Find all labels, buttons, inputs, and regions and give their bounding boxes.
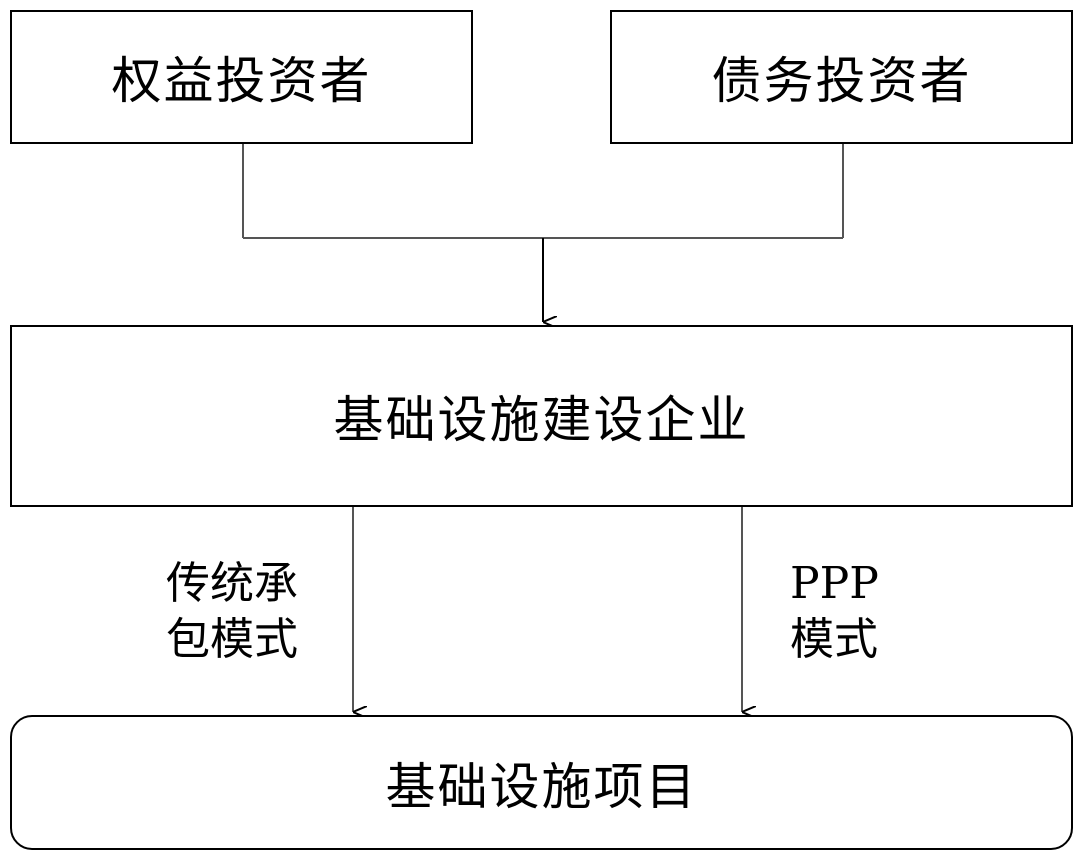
ppp-mode-label: PPP 模式 (790, 556, 900, 668)
infrastructure-enterprise-label: 基础设施建设企业 (333, 391, 750, 449)
traditional-mode-label-line2: 包模式 (166, 614, 298, 665)
infrastructure-project-label: 基础设施项目 (385, 757, 698, 816)
equity-investors-box: 权益投资者 (10, 10, 473, 144)
infrastructure-project-box: 基础设施项目 (10, 715, 1073, 850)
traditional-mode-label: 传统承 包模式 (166, 556, 326, 668)
ppp-mode-label-line2: 模式 (790, 614, 878, 665)
equity-investors-label: 权益投资者 (111, 52, 372, 110)
debt-investors-label: 债务投资者 (711, 52, 972, 110)
ppp-mode-label-line1: PPP (790, 558, 879, 609)
infrastructure-enterprise-box: 基础设施建设企业 (10, 325, 1073, 507)
traditional-mode-label-line1: 传统承 (166, 558, 298, 609)
debt-investors-box: 债务投资者 (610, 10, 1073, 144)
